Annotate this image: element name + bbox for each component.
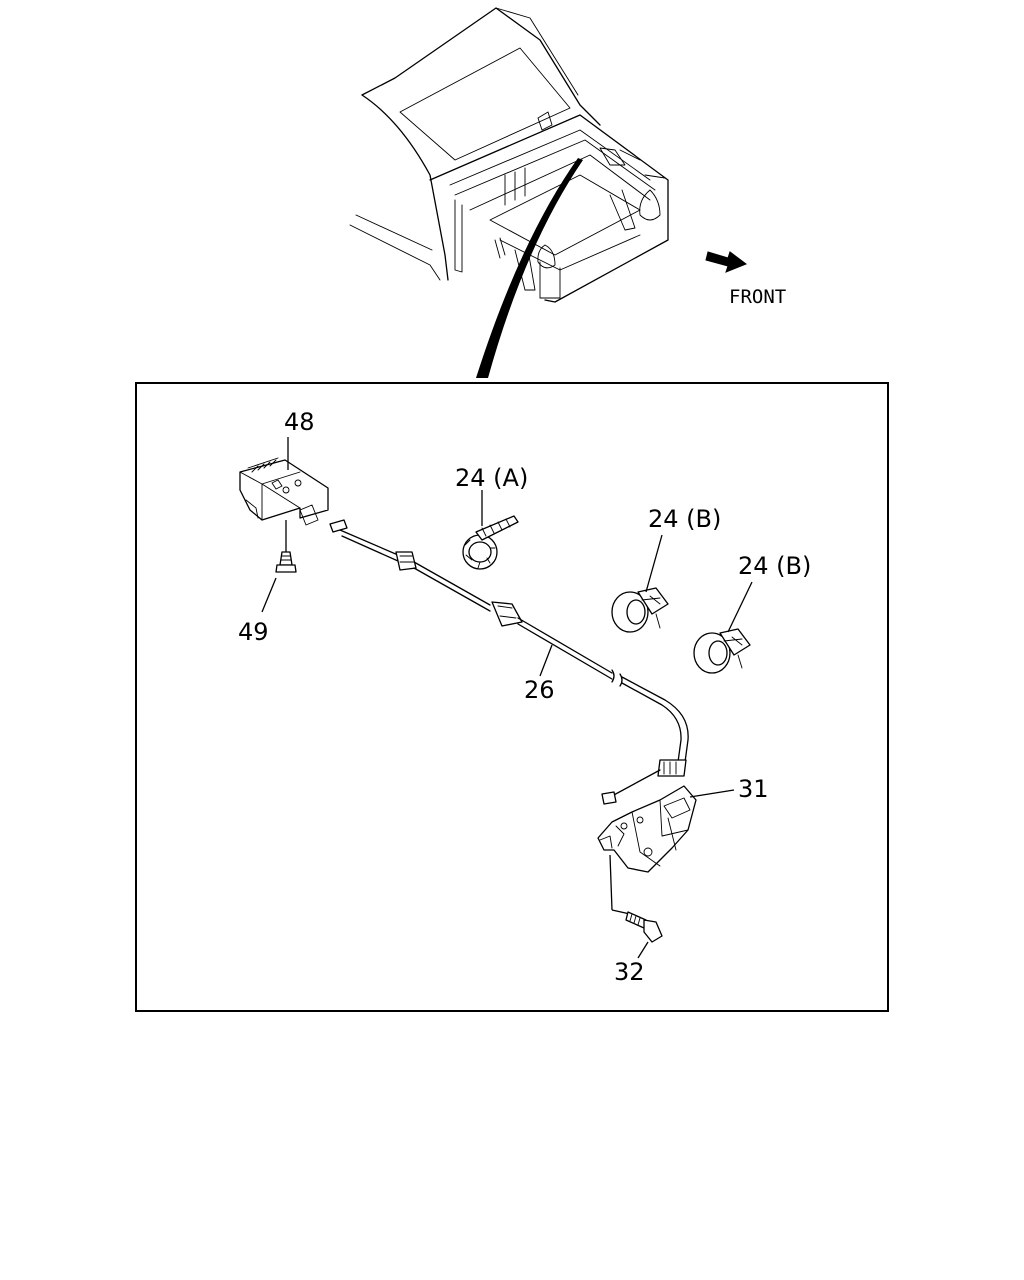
callout-48: 48 — [284, 408, 315, 436]
vehicle-overview — [349, 7, 669, 378]
callout-24b-1: 24 (B) — [648, 505, 721, 533]
leader-24b-1 — [645, 534, 663, 593]
part-24b-clip-1 — [611, 587, 669, 633]
part-48-bracket — [239, 457, 329, 526]
part-24b-clip-2 — [693, 628, 751, 674]
callout-24a: 24 (A) — [455, 464, 528, 492]
part-49-screw — [275, 551, 297, 573]
leader-32 — [637, 941, 649, 959]
callout-31: 31 — [738, 775, 769, 803]
leader-31 — [689, 789, 735, 798]
part-31-hood-latch — [597, 785, 697, 873]
front-label: FRONT — [729, 286, 786, 308]
callout-32: 32 — [614, 958, 645, 986]
part-26-release-cable — [329, 519, 689, 805]
front-indicator: FRONT — [705, 251, 786, 308]
callout-24b-2: 24 (B) — [738, 552, 811, 580]
callout-49: 49 — [238, 618, 269, 646]
detail-frame — [135, 382, 889, 1012]
arrow-right-down-icon — [705, 251, 748, 273]
bolt-axis-32 — [609, 854, 613, 911]
leader-26 — [539, 644, 553, 677]
callout-26: 26 — [524, 676, 555, 704]
leader-49 — [261, 577, 277, 613]
part-24a-cable-tie — [462, 515, 519, 570]
leader-24b-2 — [727, 581, 753, 633]
part-32-bolt — [625, 911, 663, 943]
